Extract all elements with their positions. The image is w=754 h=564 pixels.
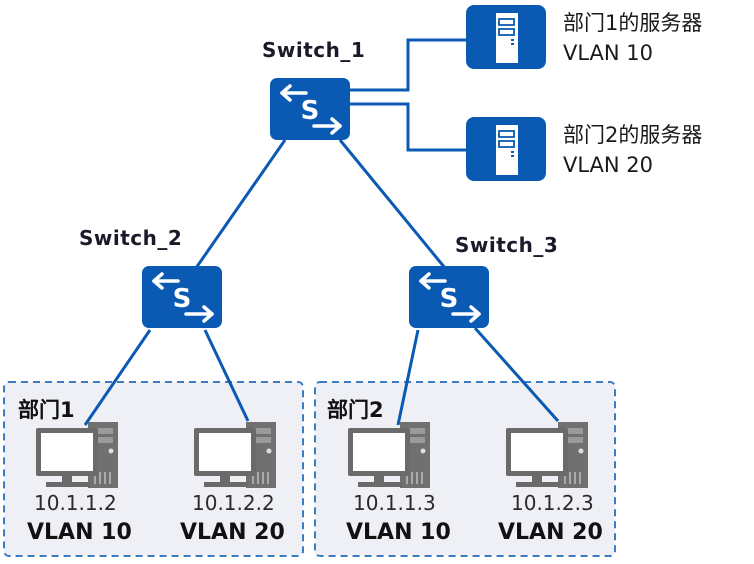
server-icon[interactable] xyxy=(465,116,547,182)
link-sw1-sw3 xyxy=(338,139,447,269)
link-sw2-pc1 xyxy=(83,329,152,426)
switch-icon[interactable] xyxy=(140,264,224,330)
switch-1-label: Switch_1 xyxy=(262,38,366,62)
switch-2-label: Switch_2 xyxy=(79,226,183,250)
host-ip: 10.1.2.2 xyxy=(192,491,275,515)
host-vlan: VLAN 10 xyxy=(346,520,451,545)
server-2-name: 部门2的服务器 xyxy=(563,123,703,147)
department-1-label: 部门1 xyxy=(18,398,75,422)
host-vlan: VLAN 10 xyxy=(27,520,132,545)
host-ip: 10.1.1.2 xyxy=(34,491,117,515)
link-sw1-sw2 xyxy=(194,139,287,269)
host-vlan: VLAN 20 xyxy=(498,520,603,545)
department-2-label: 部门2 xyxy=(327,398,384,422)
server-2-vlan: VLAN 20 xyxy=(563,153,654,177)
switch-3-label: Switch_3 xyxy=(455,233,559,257)
department-zone-2 xyxy=(314,381,616,557)
link-sw3-pc3 xyxy=(396,329,420,426)
server-icon[interactable] xyxy=(465,4,547,70)
link-sw1-server2 xyxy=(350,102,470,152)
host-ip: 10.1.2.3 xyxy=(511,491,594,515)
switch-icon[interactable] xyxy=(407,264,491,330)
server-1-vlan: VLAN 10 xyxy=(563,41,654,65)
host-ip: 10.1.1.3 xyxy=(353,491,436,515)
host-vlan: VLAN 20 xyxy=(180,520,285,545)
server-1-name: 部门1的服务器 xyxy=(563,11,703,35)
switch-icon[interactable] xyxy=(268,76,352,142)
link-sw1-server1 xyxy=(350,38,470,92)
link-sw2-pc2 xyxy=(203,329,250,422)
department-zone-1 xyxy=(3,381,304,557)
link-sw3-pc4 xyxy=(473,327,560,422)
